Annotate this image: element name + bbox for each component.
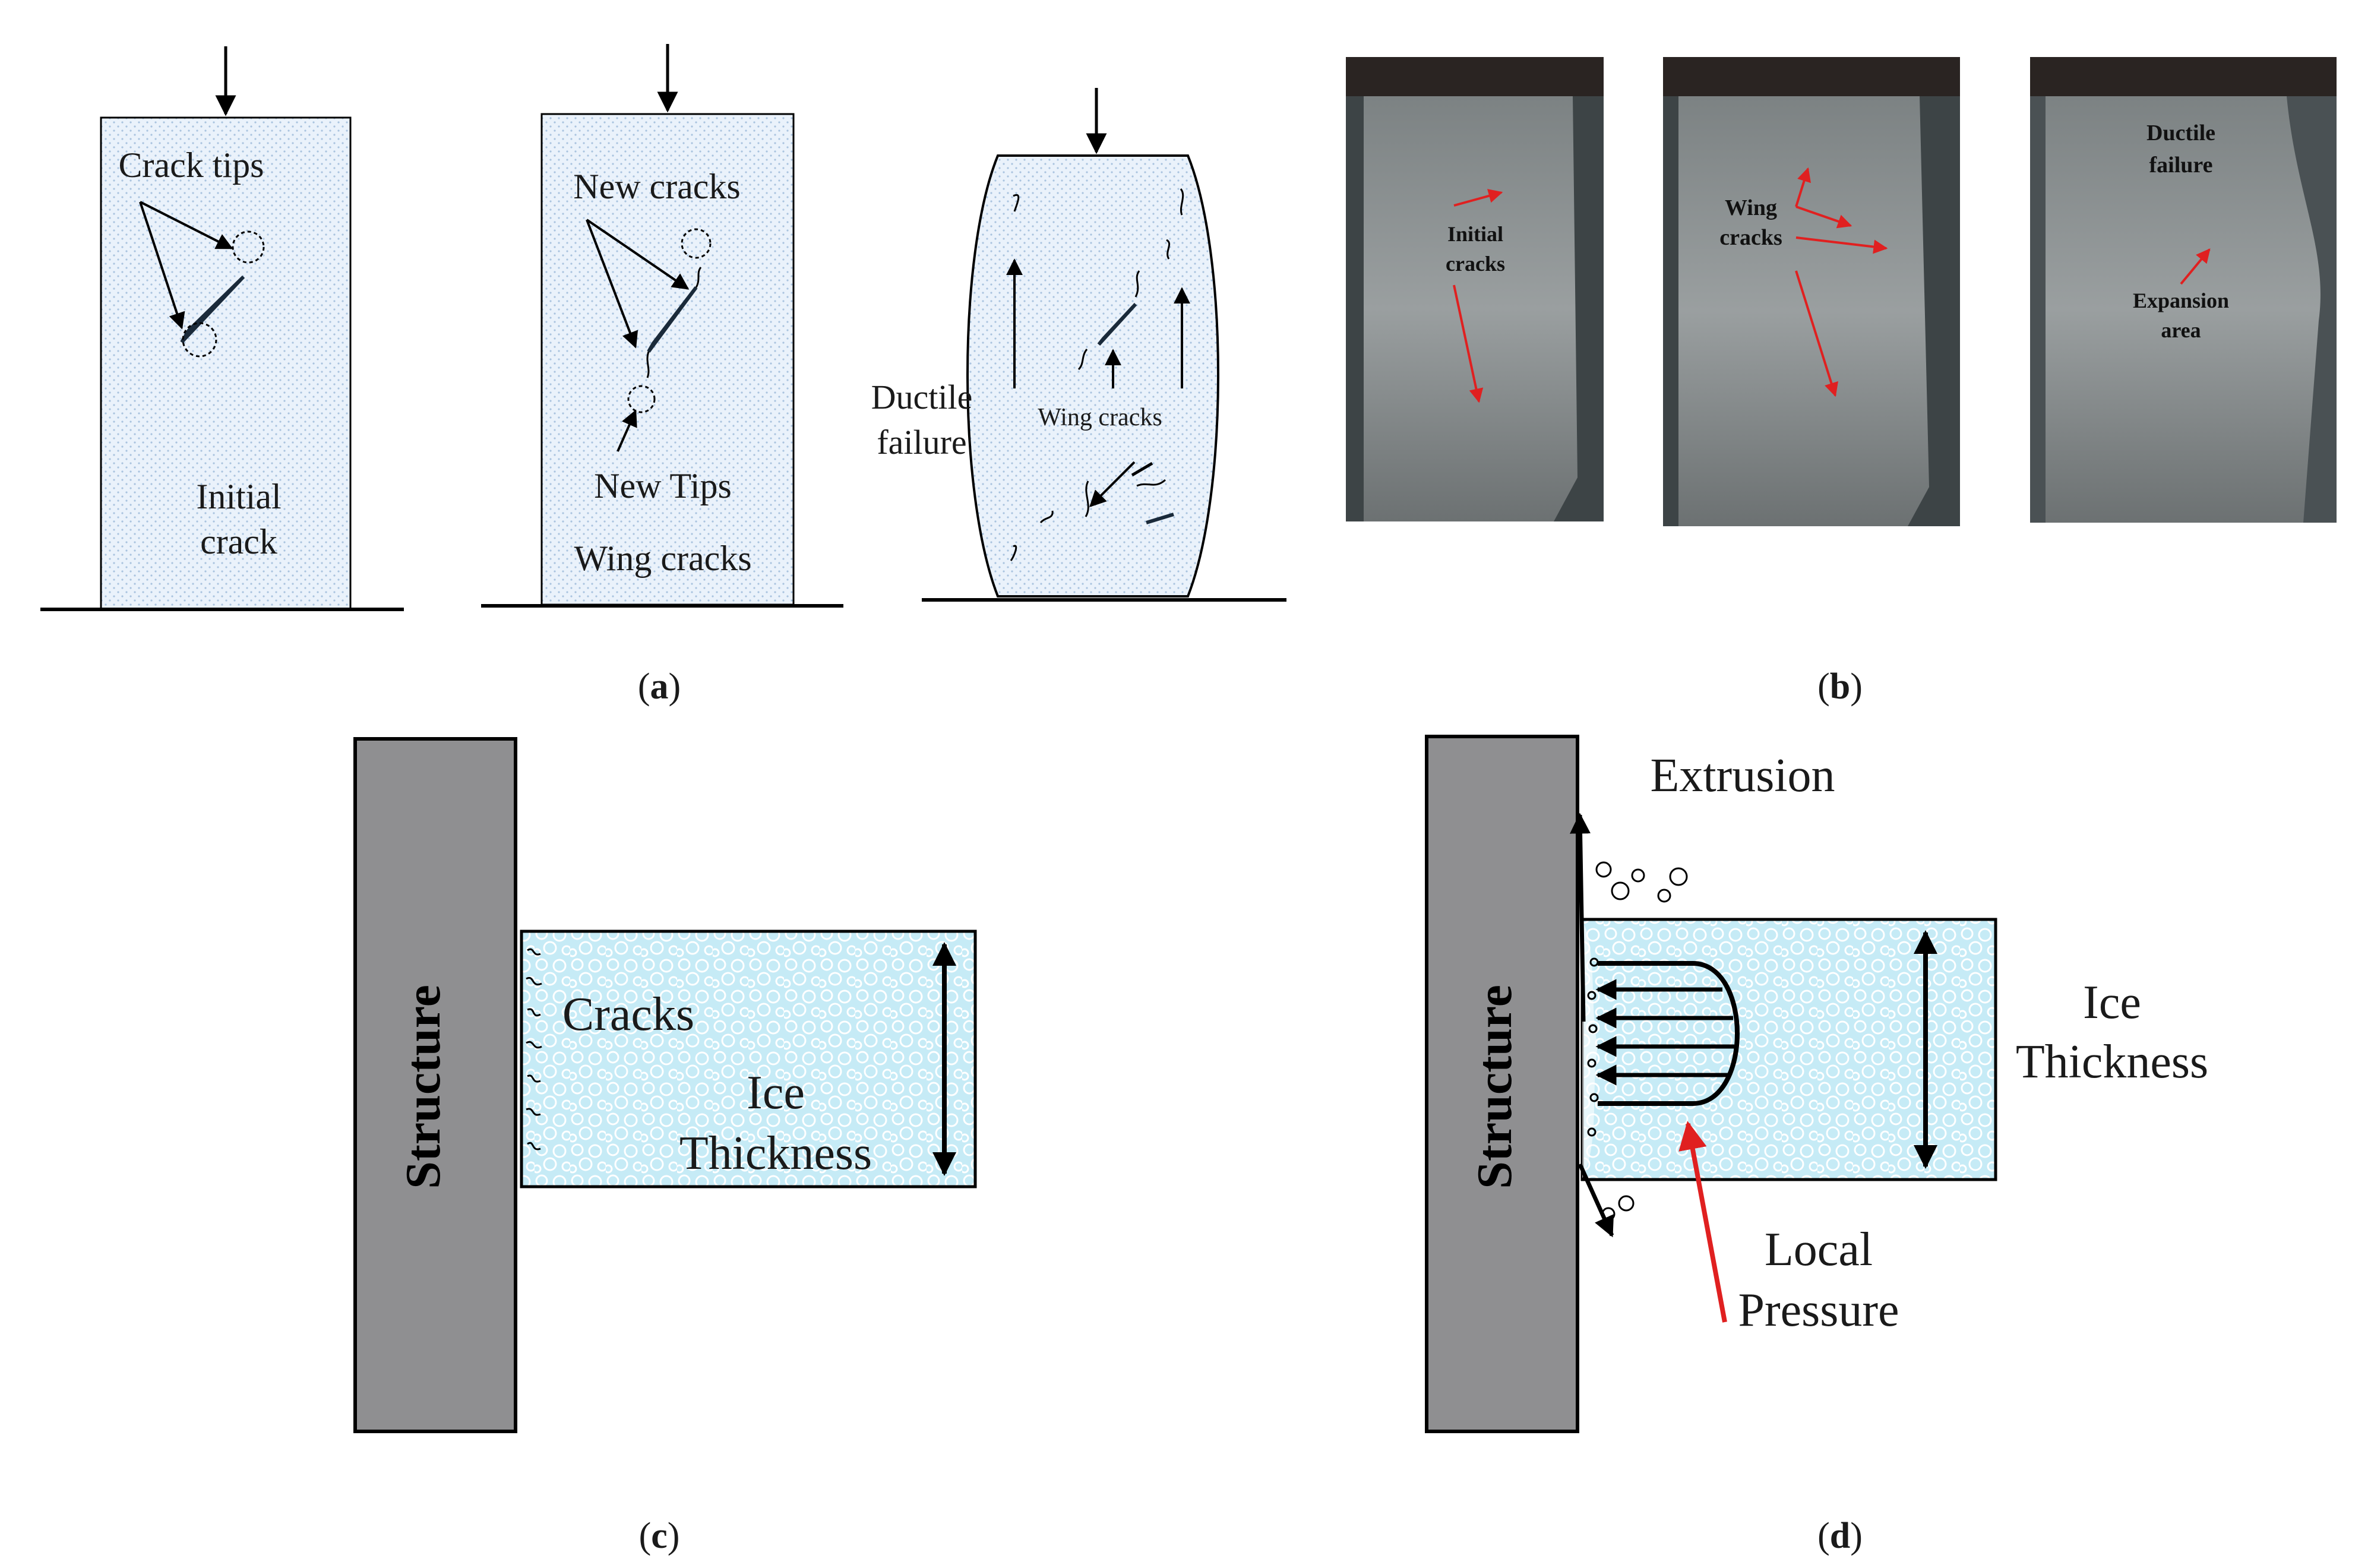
crack-shape bbox=[1097, 302, 1137, 346]
local-pressure-pointer bbox=[1678, 1121, 1727, 1323]
new-tip-circle bbox=[681, 228, 712, 259]
panel-a-block-1: Crack tips Initial crack bbox=[40, 46, 404, 611]
ice-specimen bbox=[2046, 96, 2321, 523]
wing-cracks-label: Wing cracks bbox=[574, 539, 751, 578]
ice-sheet bbox=[520, 930, 977, 1188]
crack-label: crack bbox=[200, 522, 277, 561]
pressure-profile bbox=[1598, 961, 1740, 1106]
structure-label: Structure bbox=[396, 985, 451, 1189]
photo-initial-cracks: Initial cracks bbox=[1346, 57, 1604, 521]
panel-d: Structure bbox=[1425, 735, 2208, 1556]
photo-ductile-failure: Ductile failure Expansion area bbox=[2030, 57, 2337, 523]
thickness-label: Thickness bbox=[679, 1127, 872, 1180]
pointer-arrow bbox=[586, 219, 690, 290]
ice-specimen bbox=[1678, 96, 1929, 526]
panel-b: Initial cracks Wing cracks Ductile failu… bbox=[1346, 57, 2337, 707]
pointer-arrow bbox=[617, 409, 637, 452]
pointer-arrow bbox=[586, 219, 638, 349]
svg-text:cracks: cracks bbox=[1446, 252, 1505, 276]
ice-block bbox=[540, 113, 795, 606]
svg-text:Wing: Wing bbox=[1725, 195, 1777, 220]
svg-text:area: area bbox=[2161, 318, 2201, 342]
pointer-arrow bbox=[140, 201, 233, 249]
wing-cracks-label: Wing cracks bbox=[1038, 404, 1162, 431]
extrusion-arrow-up bbox=[1570, 813, 1591, 1022]
pressure-label: Pressure bbox=[1738, 1284, 1899, 1336]
cracks-label: Cracks bbox=[562, 988, 694, 1041]
crack-marks bbox=[526, 948, 542, 1150]
failure-label: failure bbox=[877, 423, 966, 461]
svg-text:cracks: cracks bbox=[1719, 225, 1782, 250]
svg-text:Expansion: Expansion bbox=[2133, 289, 2229, 312]
extrusion-arrow-down bbox=[1577, 1163, 1614, 1238]
new-cracks-label: New cracks bbox=[573, 167, 741, 206]
crack-tips-label: Crack tips bbox=[119, 146, 264, 185]
svg-text:Initial: Initial bbox=[1447, 222, 1503, 246]
panel-a-block-3: Ductile failure Wing cracks bbox=[871, 88, 1286, 602]
svg-text:Ductile: Ductile bbox=[2146, 121, 2215, 146]
panel-a-label: (a) bbox=[638, 666, 681, 707]
structure-wall bbox=[1425, 735, 1579, 1433]
thickness-label: Thickness bbox=[2016, 1036, 2208, 1088]
ductile-label: Ductile bbox=[871, 378, 973, 416]
structure-wall bbox=[353, 737, 517, 1433]
ice-label: Ice bbox=[747, 1067, 805, 1119]
wing-crack bbox=[695, 267, 702, 288]
ice-label: Ice bbox=[2083, 976, 2141, 1029]
initial-crack-shape bbox=[180, 275, 245, 344]
panel-c-label: (c) bbox=[639, 1516, 680, 1556]
pointer-arrow bbox=[139, 201, 185, 330]
ice-sheet bbox=[1580, 918, 1997, 1181]
crack-tip-circle bbox=[182, 322, 217, 358]
new-tips-label: New Tips bbox=[594, 466, 732, 505]
initial-label: Initial bbox=[196, 477, 281, 516]
bulged-ice-block bbox=[966, 154, 1219, 598]
panel-b-label: (b) bbox=[1817, 666, 1863, 707]
ice-specimen bbox=[1364, 96, 1577, 521]
new-tip-circle bbox=[627, 385, 656, 413]
panel-c: Structure Cracks Ice Thickness (c) bbox=[353, 737, 977, 1556]
structure-label: Structure bbox=[1467, 985, 1522, 1189]
initial-crack-shape bbox=[647, 286, 698, 353]
photo-wing-cracks: Wing cracks bbox=[1663, 57, 1960, 526]
wing-crack bbox=[646, 351, 650, 378]
panel-a-block-2: New cracks New Tips Wing cracks bbox=[481, 44, 843, 608]
panel-a: Crack tips Initial crack New cracks New … bbox=[40, 44, 1286, 707]
panel-d-label: (d) bbox=[1817, 1516, 1863, 1556]
extrusion-label: Extrusion bbox=[1650, 750, 1835, 802]
local-label: Local bbox=[1765, 1224, 1873, 1276]
svg-text:failure: failure bbox=[2149, 153, 2213, 178]
